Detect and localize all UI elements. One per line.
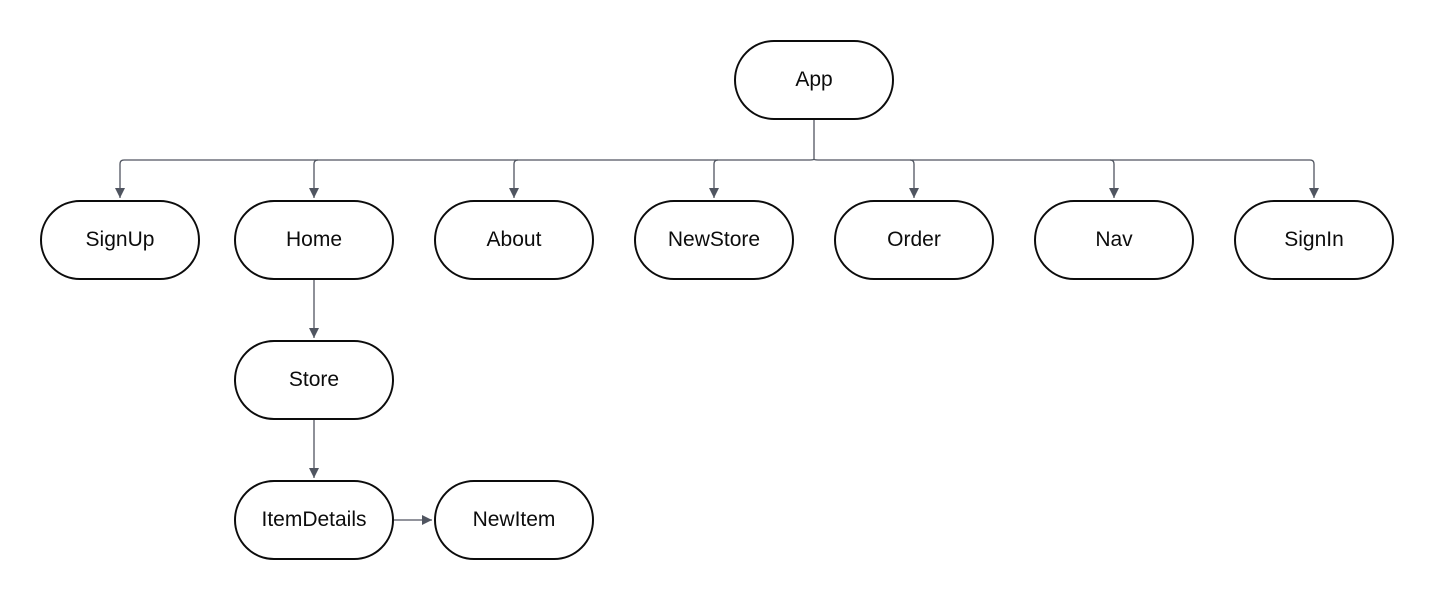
edge-app-order (909, 159, 919, 198)
node-itemdetails[interactable]: ItemDetails (234, 480, 394, 560)
edge-bus-right (813, 158, 1319, 198)
node-newitem-label: NewItem (472, 508, 556, 531)
node-itemdetails-label: ItemDetails (261, 508, 367, 531)
node-app[interactable]: App (734, 40, 894, 120)
node-home-label: Home (285, 228, 343, 251)
edge-app-nav (1109, 159, 1119, 198)
node-newstore-label: NewStore (667, 228, 761, 251)
edge-app-newstore (709, 159, 719, 198)
node-signin-label: SignIn (1284, 228, 1344, 251)
node-nav-label: Nav (1095, 228, 1133, 251)
node-signup[interactable]: SignUp (40, 200, 200, 280)
edge-app-about (509, 159, 519, 198)
edge-bus (115, 158, 815, 198)
node-about[interactable]: About (434, 200, 594, 280)
node-signin[interactable]: SignIn (1234, 200, 1394, 280)
node-store-label: Store (288, 368, 340, 391)
node-order-label: Order (887, 228, 941, 251)
edge-app-home (309, 159, 319, 198)
node-signup-label: SignUp (85, 228, 155, 251)
node-app-label: App (795, 68, 833, 91)
node-newstore[interactable]: NewStore (634, 200, 794, 280)
node-home[interactable]: Home (234, 200, 394, 280)
node-about-label: About (486, 228, 542, 251)
node-newitem[interactable]: NewItem (434, 480, 594, 560)
node-order[interactable]: Order (834, 200, 994, 280)
node-store[interactable]: Store (234, 340, 394, 420)
node-nav[interactable]: Nav (1034, 200, 1194, 280)
